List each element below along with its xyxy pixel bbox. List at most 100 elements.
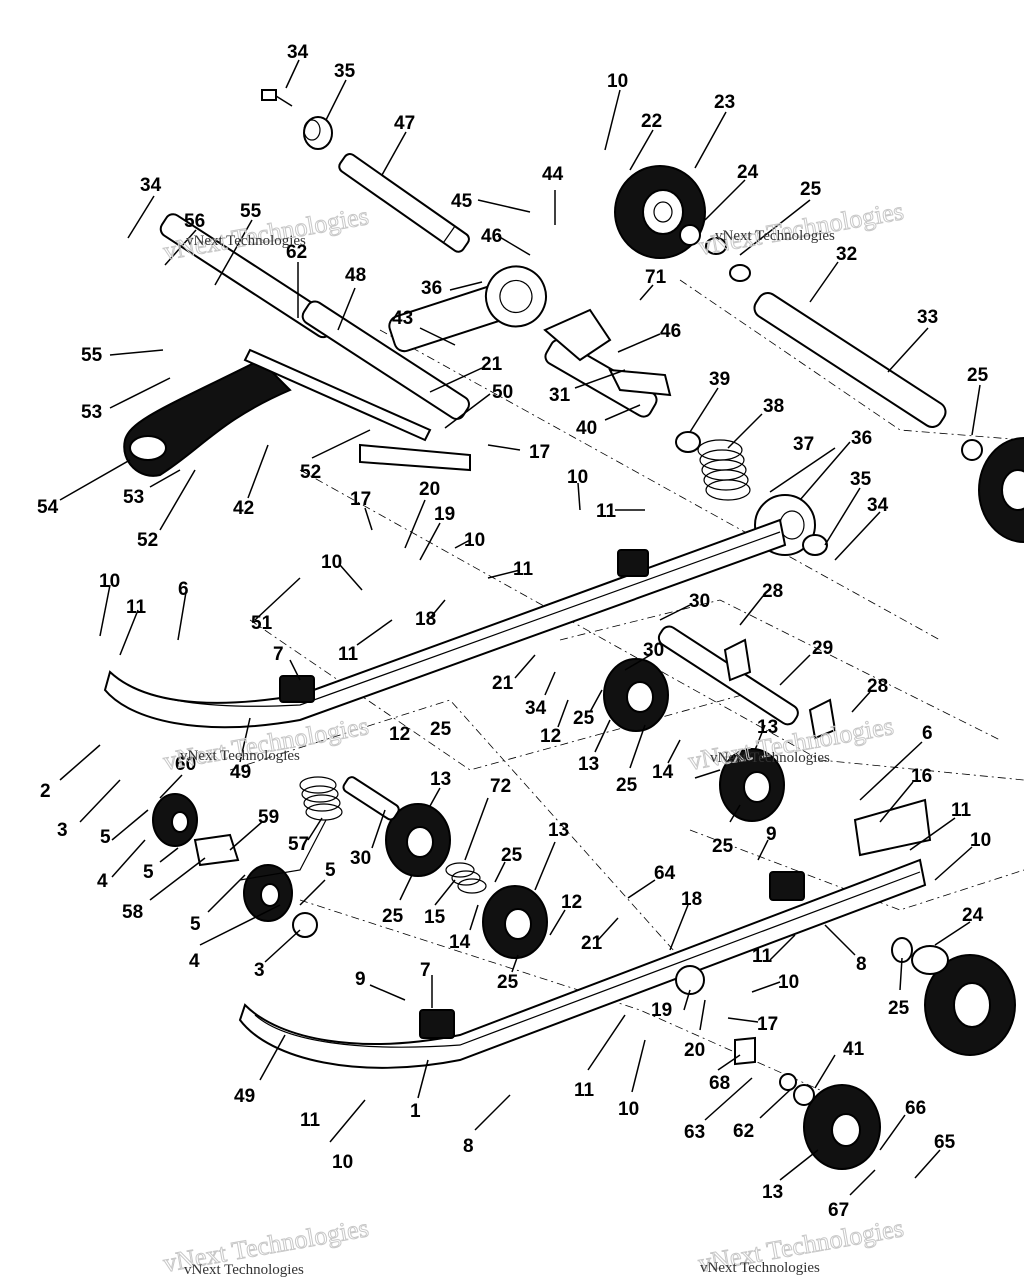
callout-53: 53 bbox=[81, 402, 102, 423]
callout-10f: 10 bbox=[970, 830, 991, 851]
callout-65: 65 bbox=[934, 1132, 956, 1153]
wear-block-7 bbox=[279, 675, 315, 703]
callout-13e: 13 bbox=[762, 1182, 783, 1203]
bolt-icon bbox=[261, 89, 293, 107]
callout-5d: 5 bbox=[325, 860, 336, 881]
callout-25h: 25 bbox=[501, 845, 523, 866]
assembly-lines bbox=[229, 279, 1024, 1091]
callout-17: 17 bbox=[529, 442, 550, 463]
callout-49: 49 bbox=[230, 762, 251, 783]
callout-22: 22 bbox=[641, 111, 662, 132]
bracket-31b bbox=[608, 368, 672, 397]
callout-16: 16 bbox=[911, 766, 932, 787]
link-50 bbox=[359, 443, 471, 472]
callout-54: 54 bbox=[37, 497, 59, 518]
callout-30b: 30 bbox=[643, 640, 664, 661]
callout-62b: 62 bbox=[733, 1121, 754, 1142]
callout-14: 14 bbox=[652, 762, 674, 783]
callout-25c: 25 bbox=[573, 708, 595, 729]
callout-11e: 11 bbox=[951, 800, 972, 821]
callout-10c: 10 bbox=[464, 530, 485, 551]
callout-11g: 11 bbox=[574, 1080, 595, 1101]
callout-5b: 5 bbox=[143, 862, 154, 883]
callout-21: 21 bbox=[481, 354, 503, 375]
torsion-spring-icon bbox=[445, 862, 487, 894]
callout-8: 8 bbox=[856, 954, 867, 975]
watermark-caption: vNext Technologies bbox=[700, 1260, 820, 1276]
callout-68: 68 bbox=[709, 1073, 730, 1094]
callout-4b: 4 bbox=[189, 951, 200, 972]
washer-icon bbox=[705, 237, 727, 255]
callout-7: 7 bbox=[273, 644, 284, 665]
spacer-35b bbox=[802, 534, 828, 556]
callout-55: 55 bbox=[240, 201, 262, 222]
callout-63: 63 bbox=[684, 1122, 705, 1143]
callout-41: 41 bbox=[843, 1039, 865, 1060]
adjuster-16 bbox=[853, 798, 932, 857]
callout-30c: 30 bbox=[350, 848, 371, 869]
callout-13b: 13 bbox=[578, 754, 599, 775]
callout-39: 39 bbox=[709, 369, 730, 390]
callout-47: 47 bbox=[394, 113, 415, 134]
callout-24b: 24 bbox=[962, 905, 984, 926]
torsion-spring-icon bbox=[697, 439, 751, 501]
callout-4: 4 bbox=[97, 871, 108, 892]
callout-17c: 17 bbox=[757, 1014, 778, 1035]
callout-52b: 52 bbox=[137, 530, 158, 551]
callout-25g: 25 bbox=[382, 906, 404, 927]
callout-46: 46 bbox=[481, 226, 502, 247]
lower-slide-rail bbox=[238, 798, 932, 1069]
shaft-47 bbox=[338, 153, 470, 253]
callout-50: 50 bbox=[492, 382, 513, 403]
callout-34: 34 bbox=[287, 42, 309, 63]
callout-10e: 10 bbox=[99, 571, 120, 592]
callout-25: 25 bbox=[800, 179, 822, 200]
bracket-28b bbox=[808, 698, 837, 740]
upper-arm-assembly bbox=[123, 89, 828, 556]
wear-block-7b bbox=[617, 549, 649, 577]
callout-40: 40 bbox=[576, 418, 597, 439]
callout-2: 2 bbox=[40, 781, 51, 802]
callout-49b: 49 bbox=[234, 1086, 255, 1107]
callout-11c: 11 bbox=[126, 597, 147, 618]
callout-17b: 17 bbox=[350, 489, 371, 510]
callout-25b: 25 bbox=[967, 365, 989, 386]
callout-12b: 12 bbox=[540, 726, 561, 747]
callout-34d: 34 bbox=[525, 698, 547, 719]
callout-34b: 34 bbox=[140, 175, 162, 196]
callout-62: 62 bbox=[286, 242, 307, 263]
callout-19: 19 bbox=[434, 504, 455, 525]
callout-10i: 10 bbox=[332, 1152, 353, 1173]
callout-57: 57 bbox=[288, 834, 309, 855]
callout-14b: 14 bbox=[449, 932, 471, 953]
callout-10g: 10 bbox=[778, 972, 799, 993]
callout-29: 29 bbox=[812, 638, 833, 659]
watermarks: vNext Technologies vNext Technologies vN… bbox=[161, 196, 907, 1279]
callout-28b: 28 bbox=[867, 676, 888, 697]
callout-31: 31 bbox=[549, 385, 571, 406]
watermark-caption: vNext Technologies bbox=[710, 750, 830, 766]
wear-block-7c bbox=[419, 1009, 455, 1039]
tube-43 bbox=[388, 265, 547, 353]
callout-33: 33 bbox=[917, 307, 938, 328]
callout-21c: 21 bbox=[581, 933, 603, 954]
callout-64: 64 bbox=[654, 863, 676, 884]
callout-5: 5 bbox=[100, 827, 111, 848]
callout-44: 44 bbox=[542, 164, 564, 185]
callout-12: 12 bbox=[389, 724, 410, 745]
callout-18b: 18 bbox=[681, 889, 702, 910]
torsion-spring-icon bbox=[239, 776, 343, 881]
bracket-31 bbox=[543, 308, 612, 362]
callout-38: 38 bbox=[763, 396, 784, 417]
callout-18: 18 bbox=[415, 609, 436, 630]
link-plate bbox=[243, 348, 432, 442]
washer-icon bbox=[729, 264, 751, 282]
callout-20b: 20 bbox=[684, 1040, 705, 1061]
hub-58 bbox=[193, 833, 240, 867]
callout-67: 67 bbox=[828, 1200, 849, 1221]
front-lower-arm bbox=[152, 776, 548, 959]
callout-15: 15 bbox=[424, 907, 446, 928]
washer-icon bbox=[961, 439, 983, 461]
callout-72: 72 bbox=[490, 776, 511, 797]
